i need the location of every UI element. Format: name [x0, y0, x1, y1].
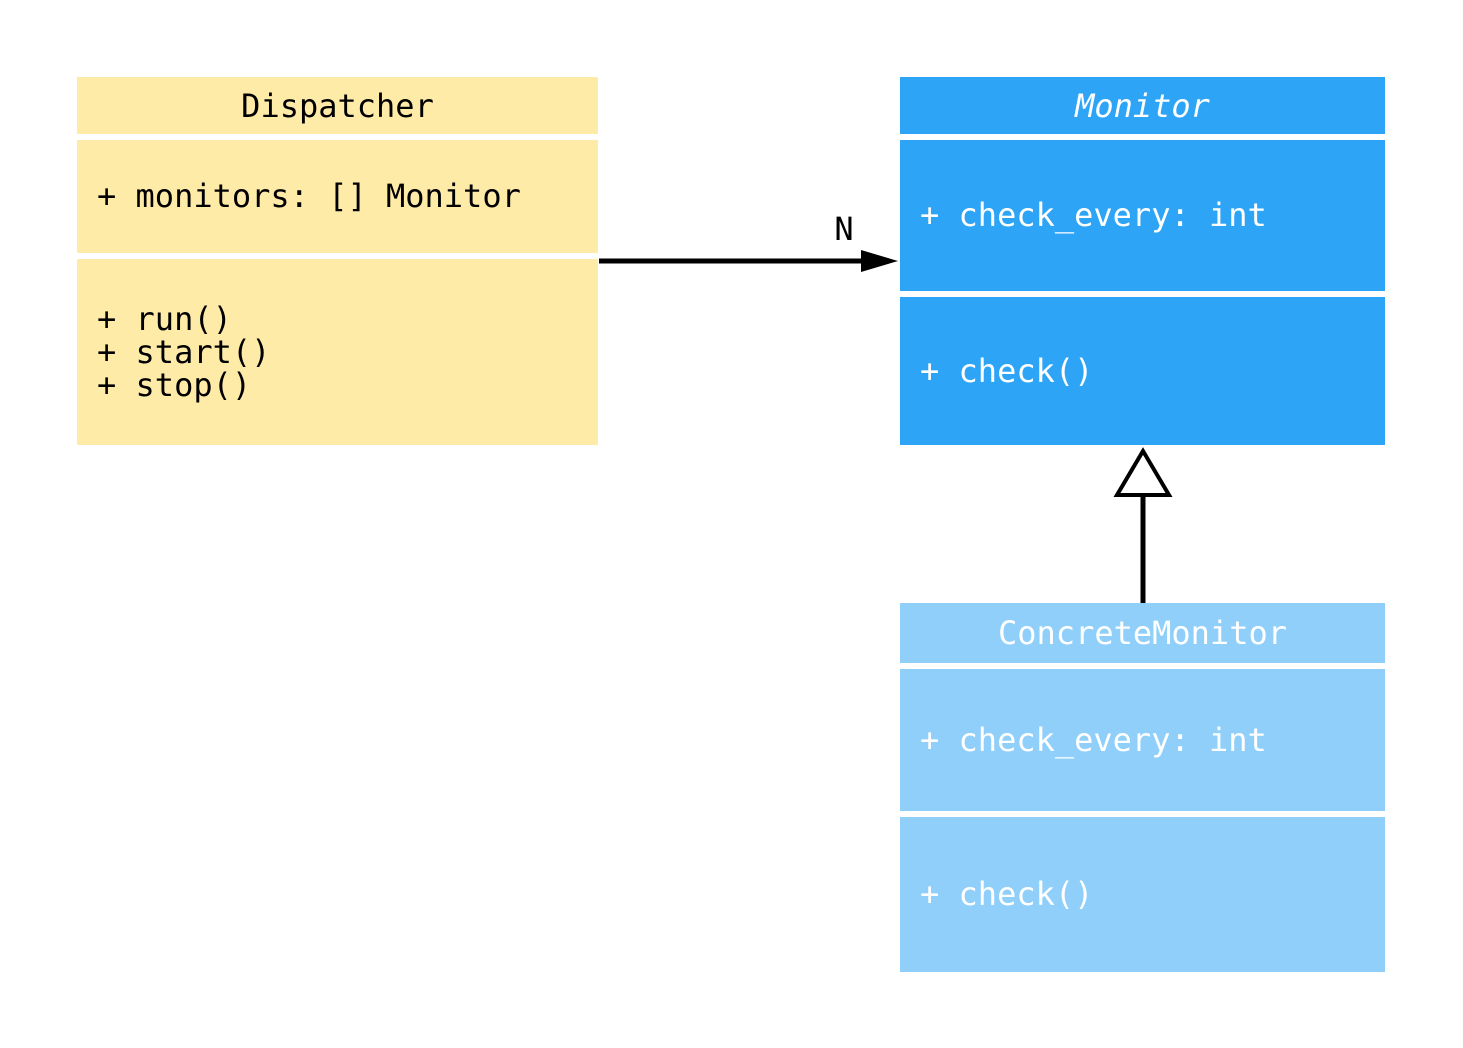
class-method: + check(): [920, 351, 1094, 390]
class-title: ConcreteMonitor: [998, 614, 1287, 652]
class-box-dispatcher: Dispatcher + monitors: [] Monitor + run(…: [77, 77, 598, 445]
class-method: + check(): [920, 875, 1094, 913]
class-method: + stop(): [97, 365, 252, 404]
class-methods-section: + check(): [900, 817, 1385, 972]
class-attribute: + check_every: int: [920, 720, 1267, 759]
association-arrowhead: [861, 250, 898, 272]
multiplicity-label: N: [834, 210, 854, 248]
class-title: Monitor: [1075, 86, 1210, 125]
class-box-concrete-monitor: ConcreteMonitor + check_every: int + che…: [900, 603, 1385, 972]
class-attribute: + check_every: int: [920, 196, 1267, 234]
section-divider: [900, 663, 1385, 669]
section-divider: [77, 253, 598, 259]
class-methods-section: + check(): [900, 297, 1385, 445]
class-attributes-section: + monitors: [] Monitor: [77, 140, 598, 253]
inheritance-triangle: [1113, 447, 1173, 497]
class-method: + run(): [97, 299, 232, 338]
class-title: Dispatcher: [241, 86, 434, 125]
section-divider: [900, 811, 1385, 817]
class-box-monitor: Monitor + check_every: int + check(): [900, 77, 1385, 445]
class-attributes-section: + check_every: int: [900, 140, 1385, 291]
section-divider: [900, 291, 1385, 297]
class-methods-section: + run() + start() + stop(): [77, 259, 598, 445]
section-divider: [900, 134, 1385, 140]
section-divider: [77, 134, 598, 140]
class-attributes-section: + check_every: int: [900, 669, 1385, 811]
class-method: + start(): [97, 332, 271, 371]
class-attribute: + monitors: [] Monitor: [97, 177, 521, 215]
